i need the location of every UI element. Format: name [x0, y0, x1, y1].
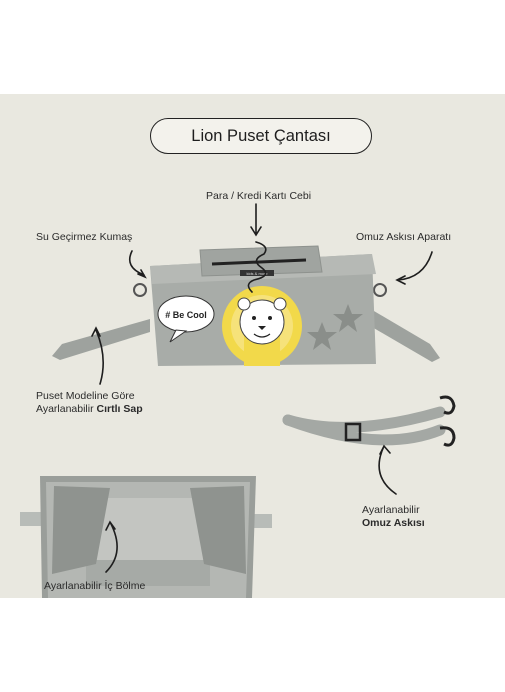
product-panel: Lion Puset Çantası kids & more # Be Cool [0, 94, 505, 598]
label-velcro-line2-text: Ayarlanabilir [36, 403, 97, 415]
product-title: Lion Puset Çantası [150, 118, 372, 154]
label-card-pocket: Para / Kredi Kartı Cebi [206, 190, 312, 202]
label-velcro-handle: Puset Modeline Göre Ayarlanabilir Cırtlı… [36, 390, 143, 416]
label-shoulder-attachment: Omuz Askısı Aparatı [356, 231, 452, 243]
be-cool-bubble: # Be Cool [157, 295, 215, 343]
interior-bag-image [20, 476, 272, 598]
label-strap-line1: Ayarlanabilir [362, 504, 420, 516]
svg-text:# Be Cool: # Be Cool [165, 310, 207, 320]
label-shoulder-strap: Ayarlanabilir Omuz Askısı [362, 504, 425, 530]
label-divider: Ayarlanabilir İç Bölme [44, 580, 146, 592]
pointer-arrows [91, 203, 433, 573]
shoulder-strap-image [282, 395, 456, 447]
lion-face [222, 286, 302, 366]
label-waterproof: Su Geçirmez Kumaş [36, 231, 133, 243]
label-strap-line2: Omuz Askısı [362, 517, 425, 529]
label-velcro-line2: Ayarlanabilir Cırtlı Sap [36, 403, 143, 416]
main-bag-image: kids & more # Be Cool [52, 245, 440, 366]
svg-text:kids & more: kids & more [246, 271, 268, 276]
star-decoration [307, 304, 363, 350]
label-velcro-line2-bold: Cırtlı Sap [96, 403, 143, 415]
product-illustration: kids & more # Be Cool [20, 203, 456, 598]
label-velcro-line1: Puset Modeline Göre [36, 390, 135, 402]
